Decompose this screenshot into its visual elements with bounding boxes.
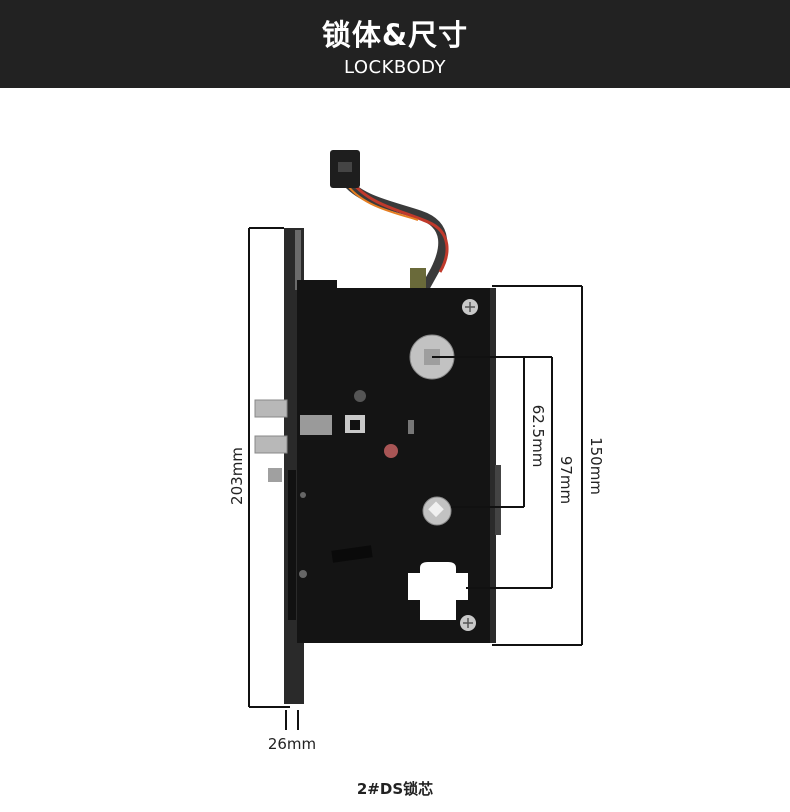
dim-case-height-label: 150mm xyxy=(587,437,605,495)
screw-bottom xyxy=(460,615,476,631)
screw-top xyxy=(462,299,478,315)
latch-bolts xyxy=(254,399,288,482)
dim-total-height xyxy=(248,227,290,708)
dim-to-cylinder-label: 97mm xyxy=(557,456,575,504)
model-caption: 2#DS锁芯 xyxy=(356,780,434,798)
dim-case-height xyxy=(492,285,583,646)
dim-to-handle-label: 62.5mm xyxy=(529,405,547,468)
dim-width xyxy=(285,710,299,730)
lock-body xyxy=(297,280,501,643)
header-banner: 锁体&尺寸 LOCKBODY xyxy=(0,0,790,88)
wire-harness xyxy=(330,150,449,291)
dim-total-height-label: 203mm xyxy=(228,447,246,505)
dim-width-label: 26mm xyxy=(268,735,316,753)
cylinder-cutout xyxy=(408,562,468,620)
lockbody-figure: 203mm 26mm 150mm 97mm 62.5mm xyxy=(228,150,605,753)
page-subtitle: LOCKBODY xyxy=(344,57,446,78)
page-title: 锁体&尺寸 xyxy=(321,18,469,52)
thumb-turn-hub xyxy=(422,496,452,526)
dim-to-handle xyxy=(451,356,525,508)
